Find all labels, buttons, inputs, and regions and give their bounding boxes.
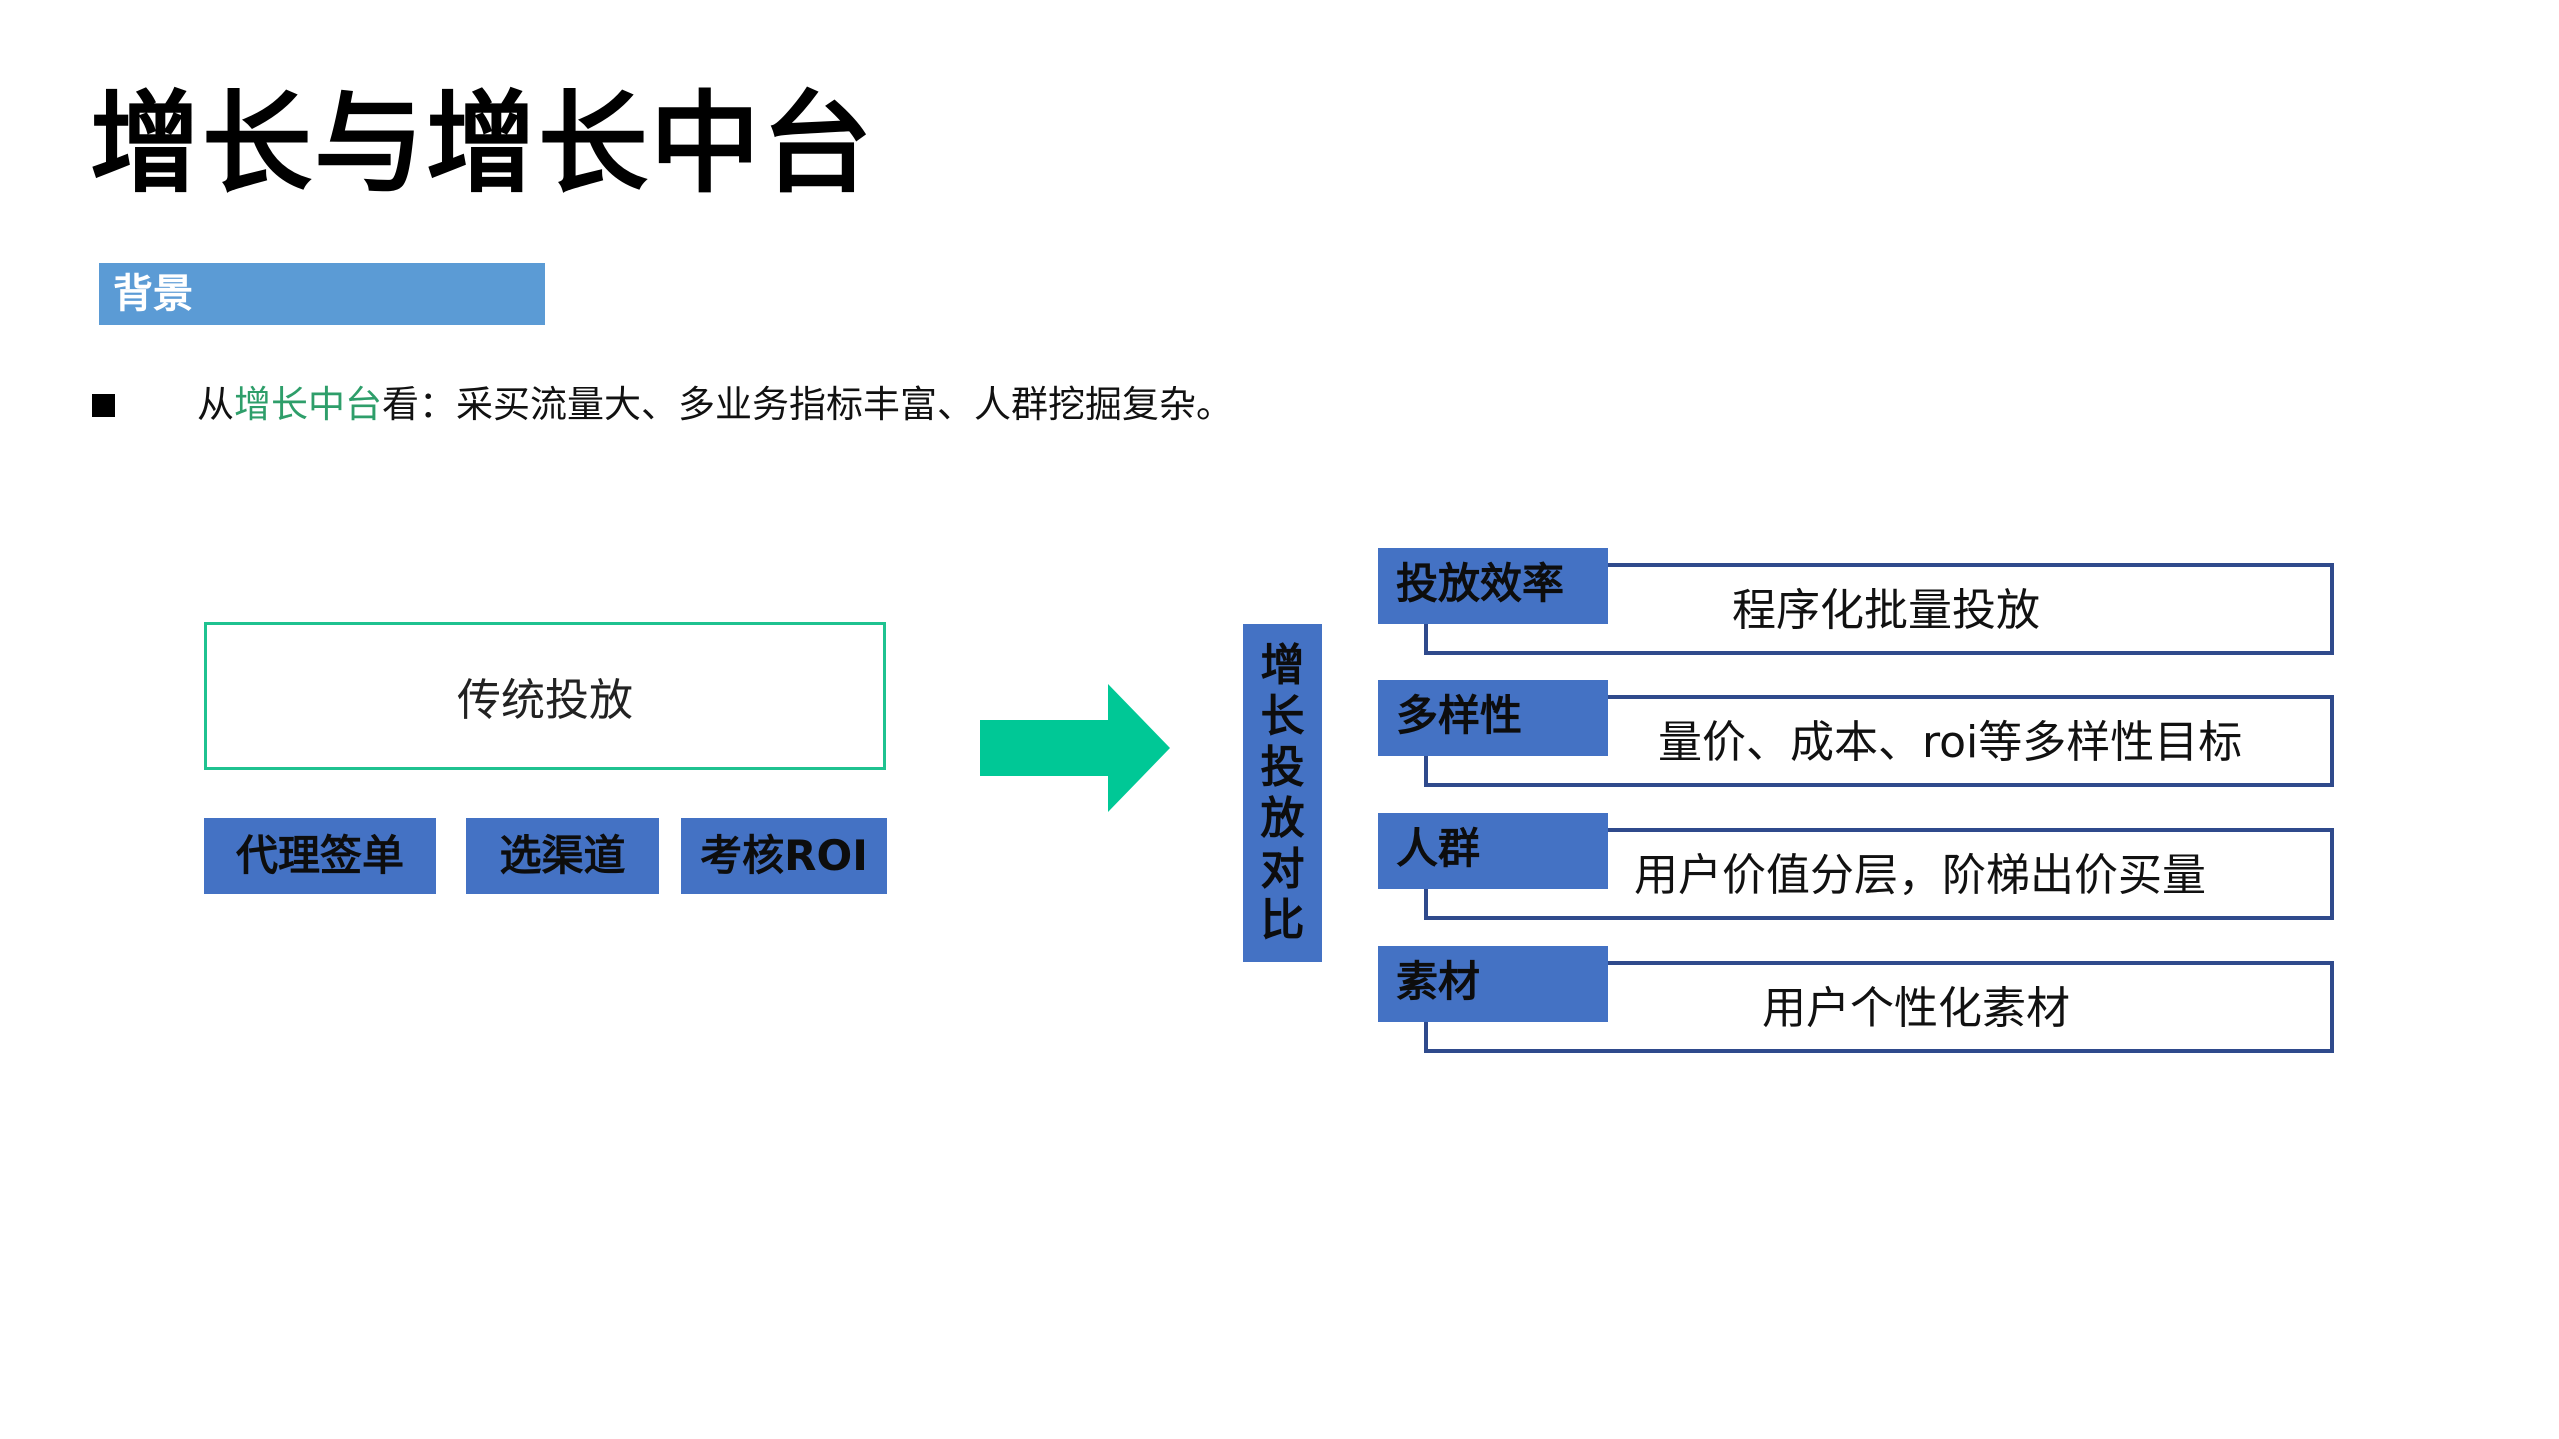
left-tag-assess-roi: 考核ROI (681, 818, 887, 894)
bullet-suffix: 看：采买流量大、多业务指标丰富、人群挖掘复杂。 (382, 383, 1233, 426)
vertical-label-char: 增 (1260, 640, 1305, 691)
row-tag-efficiency: 投放效率 (1378, 548, 1608, 624)
vertical-label: 增 长 投 放 对 比 (1243, 624, 1322, 962)
bullet-prefix: 从 (197, 383, 234, 426)
row-text-creative: 用户个性化素材 (1762, 983, 2070, 1034)
page-title: 增长与增长中台 (90, 80, 874, 208)
vertical-label-char: 对 (1260, 844, 1305, 895)
right-arrow-icon (980, 684, 1170, 812)
vertical-label-char: 放 (1260, 793, 1305, 844)
row-tag-creative: 素材 (1378, 946, 1608, 1022)
bullet-square-icon (92, 394, 115, 417)
bullet-highlight: 增长中台 (234, 383, 382, 426)
row-text-audience: 用户价值分层，阶梯出价买量 (1634, 850, 2206, 901)
traditional-box-label: 传统投放 (457, 675, 633, 726)
traditional-box: 传统投放 (204, 622, 886, 770)
left-tag-channel-select: 选渠道 (466, 818, 659, 894)
row-text-efficiency: 程序化批量投放 (1732, 585, 2040, 636)
section-tag: 背景 (99, 263, 545, 325)
left-tag-agent-contract: 代理签单 (204, 818, 436, 894)
vertical-label-char: 投 (1260, 742, 1305, 793)
row-tag-audience: 人群 (1378, 813, 1608, 889)
row-tag-diversity: 多样性 (1378, 680, 1608, 756)
bullet-text: 从增长中台看：采买流量大、多业务指标丰富、人群挖掘复杂。 (197, 380, 1233, 430)
vertical-label-char: 比 (1260, 895, 1305, 946)
vertical-label-char: 长 (1260, 691, 1305, 742)
row-text-diversity: 量价、成本、roi等多样性目标 (1658, 717, 2243, 768)
